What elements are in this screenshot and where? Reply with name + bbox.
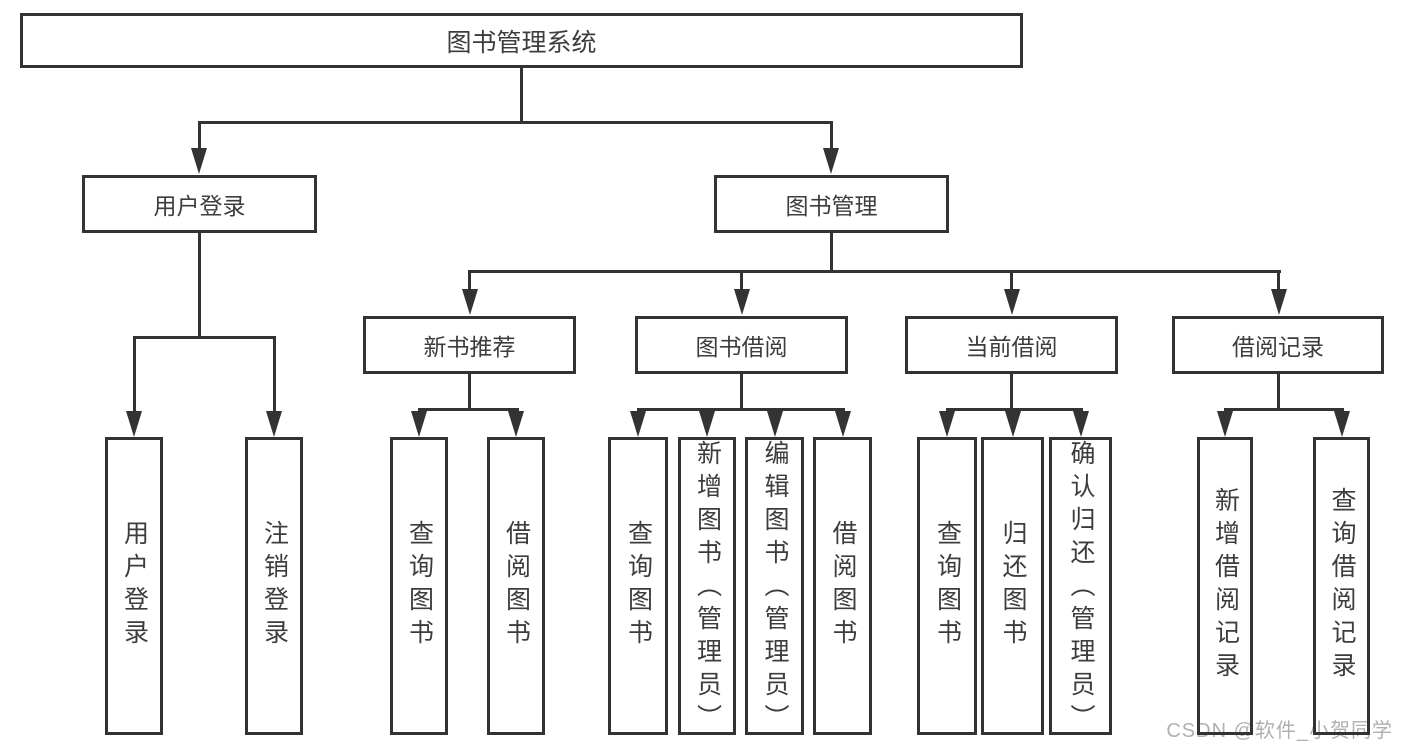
leaf-borrow-books: 借阅图书 xyxy=(487,437,545,735)
leaf-label: 新增借阅记录 xyxy=(1211,487,1240,685)
arrow-down-icon xyxy=(191,148,207,174)
arrow-down-icon xyxy=(126,411,142,437)
leaf-confirm-return-admin: 确认归还（管理员） xyxy=(1049,437,1112,737)
leaf-query-borrow-record: 查询借阅记录 xyxy=(1313,437,1370,735)
arrow-down-icon xyxy=(1005,411,1021,437)
connector-line xyxy=(198,121,201,151)
leaf-label: 归还图书 xyxy=(999,520,1027,652)
node-label: 图书借阅 xyxy=(695,334,788,360)
node-user-login: 用户登录 xyxy=(82,175,317,233)
connector-line xyxy=(637,408,845,411)
leaf-label: 用户登录 xyxy=(120,520,149,652)
arrow-down-icon xyxy=(508,411,524,437)
leaf-return-books: 归还图书 xyxy=(981,437,1044,735)
arrow-down-icon xyxy=(630,411,646,437)
leaf-query-books: 查询图书 xyxy=(390,437,448,735)
node-label: 用户登录 xyxy=(153,193,246,219)
connector-line xyxy=(198,233,201,339)
connector-line xyxy=(1010,374,1013,411)
leaf-add-borrow-record: 新增借阅记录 xyxy=(1197,437,1253,735)
arrow-down-icon xyxy=(1334,411,1350,437)
node-label: 图书管理 xyxy=(785,193,878,219)
node-label: 图书管理系统 xyxy=(446,28,597,57)
arrow-down-icon xyxy=(699,411,715,437)
arrow-down-icon xyxy=(734,289,750,315)
connector-line xyxy=(740,374,743,411)
leaf-label: 注销登录 xyxy=(260,520,289,652)
connector-line xyxy=(133,336,276,339)
arrow-down-icon xyxy=(411,411,427,437)
connector-line xyxy=(133,336,136,412)
arrow-down-icon xyxy=(835,411,851,437)
leaf-borrow-books: 借阅图书 xyxy=(813,437,872,735)
connector-line xyxy=(830,233,833,273)
arrow-down-icon xyxy=(939,411,955,437)
connector-line xyxy=(520,68,523,124)
connector-line xyxy=(468,270,471,291)
leaf-query-books: 查询图书 xyxy=(608,437,668,735)
leaf-label: 借阅图书 xyxy=(829,520,857,652)
connector-line xyxy=(1224,408,1344,411)
leaf-label: 编辑图书（管理员） xyxy=(761,440,789,737)
node-label: 当前借阅 xyxy=(965,334,1058,360)
arrow-down-icon xyxy=(266,411,282,437)
leaf-label: 借阅图书 xyxy=(502,520,531,652)
leaf-label: 查询图书 xyxy=(933,520,962,652)
connector-line xyxy=(273,336,276,412)
watermark: CSDN @软件_小贺同学 xyxy=(1166,720,1393,742)
arrow-down-icon xyxy=(1004,289,1020,315)
leaf-edit-book-admin: 编辑图书（管理员） xyxy=(745,437,804,737)
node-book-management: 图书管理 xyxy=(714,175,949,233)
leaf-add-book-admin: 新增图书（管理员） xyxy=(678,437,736,737)
arrow-down-icon xyxy=(767,411,783,437)
node-book-borrowing: 图书借阅 xyxy=(635,316,848,374)
arrow-down-icon xyxy=(1217,411,1233,437)
connector-line xyxy=(830,121,833,151)
connector-line xyxy=(418,408,519,411)
leaf-label: 查询借阅记录 xyxy=(1328,487,1356,685)
connector-line xyxy=(198,121,833,124)
leaf-label: 确认归还（管理员） xyxy=(1067,440,1095,737)
connector-line xyxy=(1277,270,1280,291)
arrow-down-icon xyxy=(1073,411,1089,437)
leaf-label: 新增图书（管理员） xyxy=(693,440,722,737)
node-borrowing-records: 借阅记录 xyxy=(1172,316,1384,374)
arrow-down-icon xyxy=(462,289,478,315)
connector-line xyxy=(468,374,471,411)
node-label: 借阅记录 xyxy=(1232,334,1324,360)
node-current-borrowing: 当前借阅 xyxy=(905,316,1118,374)
leaf-user-login: 用户登录 xyxy=(105,437,163,735)
leaf-label: 查询图书 xyxy=(624,520,653,652)
connector-line xyxy=(1010,270,1013,291)
arrow-down-icon xyxy=(1271,289,1287,315)
arrow-down-icon xyxy=(823,148,839,174)
connector-line xyxy=(946,408,1083,411)
connector-line xyxy=(1277,374,1280,411)
leaf-label: 查询图书 xyxy=(405,520,434,652)
connector-line xyxy=(740,270,743,291)
leaf-query-books: 查询图书 xyxy=(917,437,977,735)
node-label: 新书推荐 xyxy=(423,334,516,360)
leaf-logout: 注销登录 xyxy=(245,437,303,735)
node-library-management-system: 图书管理系统 xyxy=(20,13,1023,68)
node-new-book-recommendation: 新书推荐 xyxy=(363,316,576,374)
connector-line xyxy=(468,270,1281,273)
